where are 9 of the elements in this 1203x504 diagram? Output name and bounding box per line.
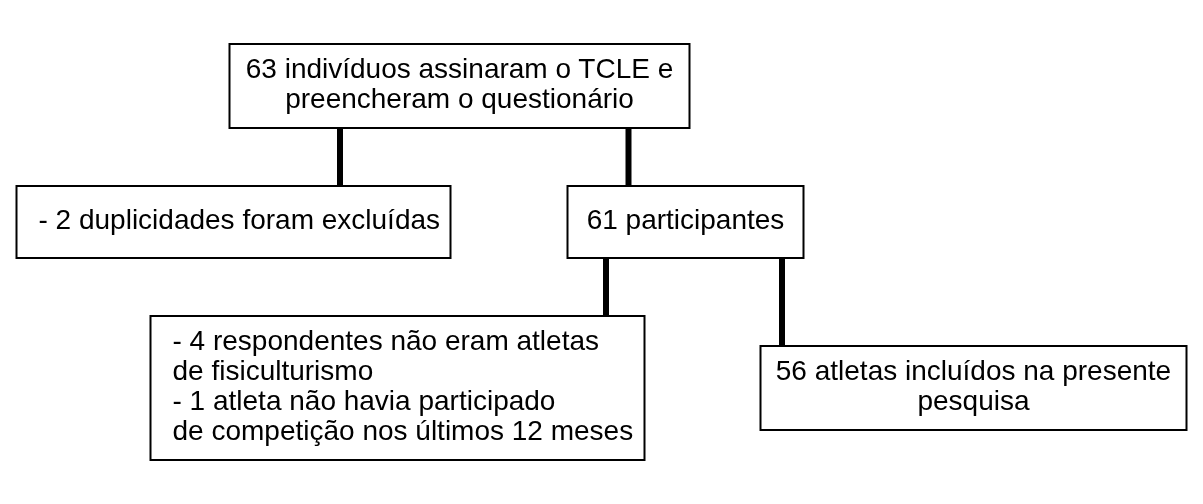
connector xyxy=(603,258,609,316)
node-box: - 2 duplicidades foram excluídas xyxy=(15,185,452,259)
node-box: 56 atletas incluídos na presente pesquisa xyxy=(759,345,1188,431)
connector xyxy=(779,258,785,346)
node-box: 61 participantes xyxy=(566,185,805,259)
connector xyxy=(625,128,632,186)
node-box: 63 indivíduos assinaram o TCLE e preencheram o questionário xyxy=(228,43,691,129)
node-box: - 4 respondentes não eram atletas de fisiculturismo - 1 atleta não havia participado de competição nos últimos 12 meses xyxy=(149,315,646,461)
connector xyxy=(337,128,343,186)
